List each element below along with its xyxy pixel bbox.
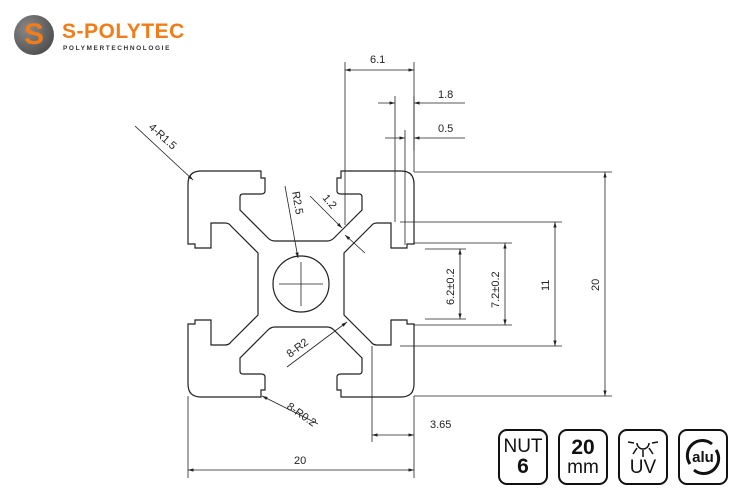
dim-slot-inner: 6.2±0.2 [445,268,457,305]
dim-width: 20 [294,455,306,467]
uv-icon: UV [618,429,668,485]
dim-inner-radius: 8-R2 [285,336,311,360]
logo: S S-POLYTEC POLYMERTECHNOLOGIE [12,14,212,58]
dim-offset: 3.65 [430,419,451,431]
dim-lip-step: 0.5 [438,123,453,135]
sun-icon [628,440,658,457]
dim-slot-depth: 11 [540,280,552,291]
brand-tagline: POLYMERTECHNOLOGIE [63,45,172,52]
dim-slot-lip: 1.8 [438,89,453,101]
dim-height: 20 [590,279,602,291]
dim-center-radius: R2.5 [289,190,305,215]
feature-badges: NUT 6 20 mm UV alu [498,429,728,485]
dim-notch-radius: 8-R0.2 [284,401,318,430]
aluminium-profile-outline [187,170,415,398]
logo-mark-icon: S [14,15,54,55]
brand-name: S-POLYTEC [62,20,185,43]
dim-top-width: 6.1 [370,54,385,66]
dimension-lines [134,62,612,478]
alu-recycle-icon: alu [678,429,728,485]
nut-icon: NUT 6 [498,429,548,485]
size-icon: 20 mm [558,429,608,485]
recycle-arrows-icon [685,439,721,475]
dim-slot-opening: 7.2±0.2 [490,271,502,308]
dim-corner-radius: 4-R1.5 [146,121,179,152]
center-bore [272,255,330,313]
